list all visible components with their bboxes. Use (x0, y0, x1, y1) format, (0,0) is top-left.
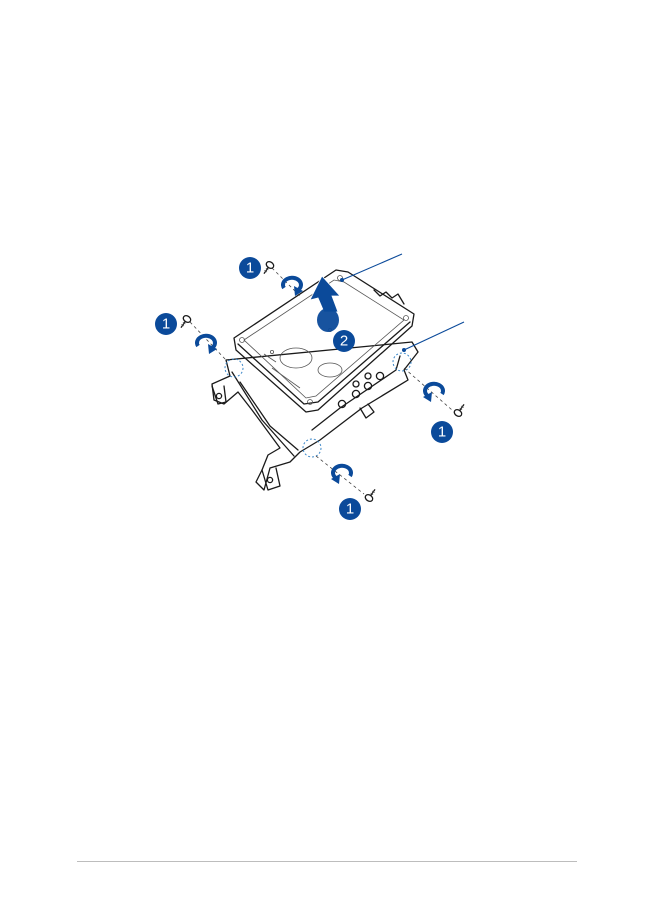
leader-lines (340, 253, 465, 352)
hard-drive (233, 269, 415, 413)
screw-icon (364, 489, 376, 503)
step-number: 2 (340, 333, 348, 350)
lift-arrow-icon (309, 275, 341, 332)
rotate-arrow-icon (423, 381, 445, 402)
step-number: 1 (438, 424, 446, 441)
rotate-arrow-icon (281, 275, 303, 296)
step-number: 1 (162, 316, 170, 333)
rotate-arrow-icon (195, 333, 217, 354)
hdd-bracket (211, 341, 419, 491)
screw-locations (224, 352, 412, 458)
step-callout: 2 (333, 330, 355, 352)
screw-icon (453, 404, 465, 418)
step-number: 1 (346, 501, 354, 518)
step-callout: 1 (239, 257, 261, 279)
rotate-arrow-icons (195, 275, 445, 484)
screw-icons (180, 260, 465, 503)
footer-rule (77, 861, 577, 862)
step-number: 1 (246, 260, 254, 277)
screw-icon (180, 314, 192, 328)
step-callout: 1 (155, 313, 177, 335)
step-callout: 1 (339, 498, 361, 520)
step-callout: 1 (431, 421, 453, 443)
screw-icon (263, 260, 275, 274)
rotate-arrow-icon (331, 463, 353, 484)
